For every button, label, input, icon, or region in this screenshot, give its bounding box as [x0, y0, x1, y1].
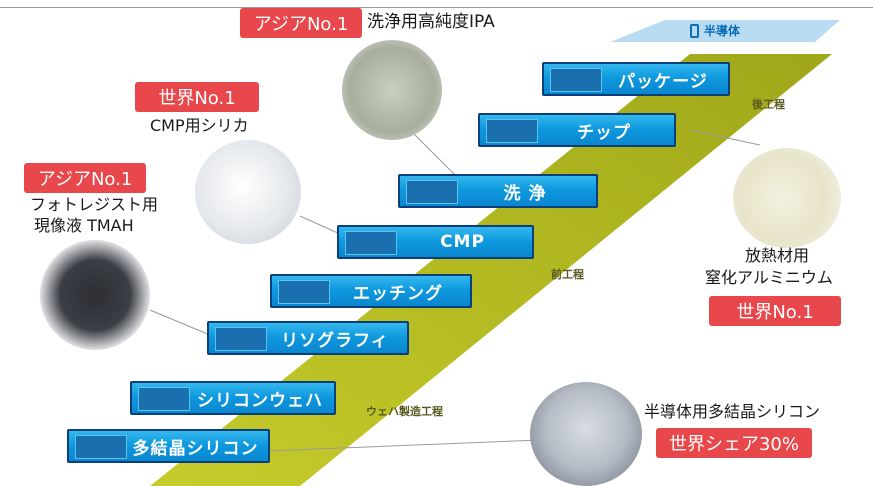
silica-badge: 世界No.1 [135, 82, 259, 112]
tmah-bottles-image [40, 240, 150, 350]
tmah-caption-line2: 現像液 TMAH [34, 216, 134, 235]
polysilicon-icon [75, 435, 127, 459]
stage-front-end: 前工程 [551, 268, 584, 281]
leader-line [149, 309, 211, 336]
ipa-badge: アジアNo.1 [240, 8, 362, 38]
package-icon [550, 68, 602, 92]
step-label: CMP [440, 232, 485, 252]
cleaning-icon [406, 180, 458, 204]
smartphone-icon [690, 23, 699, 38]
leader-line [689, 129, 761, 146]
step-label: 洗 浄 [503, 183, 547, 204]
cmp-icon [345, 231, 397, 255]
aln-disk-image [733, 148, 841, 248]
step-chip: チップ [478, 113, 676, 147]
polysi-badge: 世界シェア30% [656, 428, 812, 458]
step-label: エッチング [353, 283, 443, 304]
chip-icon [486, 119, 538, 143]
top-divider [0, 7, 873, 8]
step-label: パッケージ [618, 71, 708, 92]
step-label: チップ [577, 122, 631, 143]
step-cmp: CMP [337, 225, 534, 259]
lithography-icon [215, 327, 267, 351]
silica-caption: CMP用シリカ [150, 116, 249, 135]
staircase-band [150, 54, 832, 486]
step-label: リソグラフィ [281, 330, 389, 351]
ipa-drums-image [342, 40, 442, 140]
step-label: 多結晶シリコン [132, 438, 259, 459]
semiconductor-label: 半導体 [704, 24, 741, 38]
polysi-caption: 半導体用多結晶シリコン [644, 402, 821, 421]
step-cleaning: 洗 浄 [398, 174, 598, 208]
stage-back-end: 後工程 [752, 98, 785, 111]
step-etching: エッチング [270, 274, 472, 308]
aln-badge: 世界No.1 [709, 296, 841, 326]
step-package: パッケージ [542, 62, 730, 96]
etching-icon [278, 280, 330, 304]
step-lithography: リソグラフィ [207, 321, 409, 355]
leader-line [239, 439, 541, 453]
step-label: シリコンウェハ [197, 390, 323, 411]
aln-caption-line2: 窒化アルミニウム [705, 268, 833, 287]
ipa-caption: 洗浄用高純度IPA [367, 12, 495, 32]
tmah-badge: アジアNo.1 [24, 163, 146, 193]
step-silicon-wafer: シリコンウェハ [130, 381, 336, 415]
step-polysilicon: 多結晶シリコン [67, 429, 270, 463]
wafer-icon [138, 387, 190, 411]
stage-wafer: ウェハ製造工程 [366, 405, 443, 418]
leader-line [299, 215, 341, 235]
silica-powder-image [195, 140, 301, 244]
semiconductor-banner [610, 20, 840, 42]
polysilicon-rods-image [530, 382, 642, 486]
tmah-caption-line1: フォトレジスト用 [30, 195, 159, 214]
aln-caption-line1: 放熱材用 [745, 246, 810, 265]
semiconductor-header: 半導体 [690, 22, 740, 39]
